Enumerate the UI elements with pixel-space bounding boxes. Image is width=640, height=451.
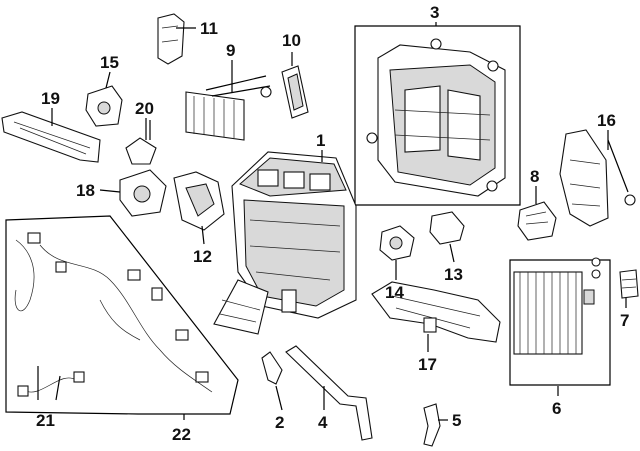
part-16-bracket [559, 129, 636, 227]
part-18-motor [119, 169, 167, 217]
part-6-evaporator [509, 257, 611, 386]
callout-13: 13 [444, 265, 463, 284]
part-7-clip [619, 269, 639, 299]
part-13-connector [429, 211, 465, 245]
leader-lines [37, 22, 629, 421]
callouts: 1 2 3 4 5 6 7 8 9 10 11 12 13 14 15 16 1… [36, 3, 629, 444]
part-3-blower-case [354, 25, 521, 206]
part-12-actuator [173, 171, 225, 231]
callout-5: 5 [452, 411, 461, 430]
part-17-duct [371, 281, 501, 343]
callout-16: 16 [597, 111, 616, 130]
callout-4: 4 [318, 413, 328, 432]
part-1-heater-unit [213, 151, 357, 335]
callout-2: 2 [275, 413, 284, 432]
part-20-sensor [125, 120, 157, 165]
part-4-drain-hose [285, 345, 373, 441]
callout-12: 12 [193, 247, 212, 266]
callout-11: 11 [200, 19, 218, 38]
callout-9: 9 [226, 41, 235, 60]
part-8-resistor [517, 201, 557, 241]
part-10-grommet [281, 65, 309, 119]
part-19-duct [1, 111, 101, 163]
part-15-actuator [85, 85, 123, 127]
callout-3: 3 [430, 3, 439, 22]
part-9-heater-core [185, 75, 272, 141]
callout-10: 10 [282, 31, 301, 50]
part-5-hose-clip [423, 403, 441, 447]
part-2-clip [261, 351, 283, 385]
part-14-motor [379, 225, 415, 261]
callout-6: 6 [552, 399, 561, 418]
callout-19: 19 [41, 89, 60, 108]
callout-14: 14 [385, 283, 404, 302]
callout-7: 7 [620, 311, 629, 330]
callout-8: 8 [530, 167, 539, 186]
part-22-wire-harness [5, 215, 239, 415]
callout-20: 20 [135, 99, 154, 118]
part-11-clip [157, 13, 185, 65]
callout-17: 17 [418, 355, 437, 374]
callout-22: 22 [172, 425, 191, 444]
callout-18: 18 [76, 181, 95, 200]
callout-21: 21 [36, 411, 55, 430]
callout-15: 15 [100, 53, 119, 72]
callout-1: 1 [316, 131, 325, 150]
